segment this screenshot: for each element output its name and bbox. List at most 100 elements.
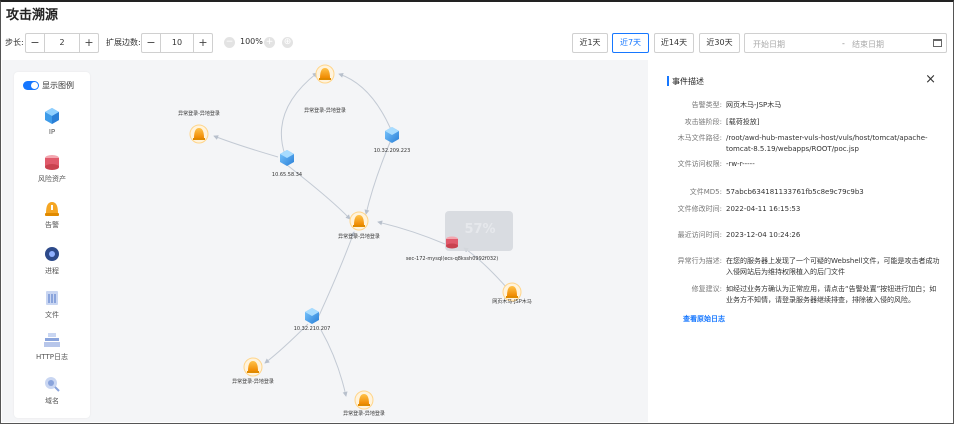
legend-toggle-label: 显示图例 <box>42 81 74 90</box>
edges-stepper: − 10 + <box>141 33 213 53</box>
detail-value: [载荷投放] <box>726 118 760 126</box>
date-1d-button[interactable]: 近1天 <box>572 33 608 53</box>
legend-item-label: 风险资产 <box>38 175 66 183</box>
ip-node[interactable] <box>385 127 399 143</box>
detail-value: 2022-04-11 16:15:53 <box>726 205 801 213</box>
step-label: 步长: <box>5 38 24 47</box>
edges-input[interactable]: 10 <box>160 34 194 52</box>
edges-decrement-button[interactable]: − <box>146 36 156 49</box>
legend-item-label: IP <box>48 128 56 136</box>
asset-node[interactable] <box>445 211 513 251</box>
edge <box>463 247 508 289</box>
alert-icon <box>45 202 59 216</box>
http-log-icon <box>44 333 60 347</box>
page-title: 攻击溯源 <box>6 8 59 23</box>
end-date-input[interactable]: 结束日期 <box>852 40 884 49</box>
graph-node-label: 异常登录-异地登录 <box>304 108 346 114</box>
edges-increment-button[interactable]: + <box>198 36 208 49</box>
graph-node-label: 异常登录-异地登录 <box>232 379 274 385</box>
zoom-level: 100% <box>240 37 263 46</box>
edges-label: 扩展边数: <box>106 38 141 47</box>
alert-node[interactable] <box>243 357 263 377</box>
toolbar: 步长: − 2 + 扩展边数: − 10 + − 100% + ⊕ 近1天 近7… <box>0 31 954 55</box>
graph-node-label: 10.32.210.207 <box>293 326 331 332</box>
detail-key: 木马文件路径: <box>677 134 722 142</box>
edge <box>280 72 318 156</box>
calendar-icon[interactable] <box>933 39 942 47</box>
graph-node-label: 网页木马-JSP木马 <box>492 299 532 305</box>
step-stepper: − 2 + <box>25 33 99 53</box>
event-detail-panel: 事件描述 × 告警类型: 网页木马-JSP木马攻击链阶段: [载荷投放] 木马文件路径… <box>648 60 952 422</box>
edge <box>364 139 392 215</box>
detail-key: 告警类型: <box>691 101 722 109</box>
graph-node-label: 10.65.58.34 <box>271 172 303 178</box>
legend-item[interactable]: 进程 <box>14 244 90 276</box>
ip-node[interactable] <box>305 308 319 324</box>
detail-value: 网页木马-JSP木马 <box>726 101 782 109</box>
cube-icon <box>45 108 59 124</box>
detail-value: /root/awd-hub-master-vuls-host/vuls/host… <box>726 134 928 153</box>
zoom-out-icon[interactable]: − <box>224 37 235 48</box>
graph-node-label: 异常登录-异地登录 <box>338 234 380 240</box>
step-increment-button[interactable]: + <box>84 36 94 49</box>
edge <box>213 135 279 158</box>
alert-node[interactable] <box>189 124 209 144</box>
detail-value: 57abcb634181133761fb5c8e9c79c9b3 <box>726 188 864 196</box>
legend-item[interactable]: IP <box>14 106 90 136</box>
graph-node-label: 异常登录-异地登录 <box>178 111 220 117</box>
legend-item[interactable]: 文件 <box>14 288 90 320</box>
date-7d-button[interactable]: 近7天 <box>612 33 649 53</box>
start-date-input[interactable]: 开始日期 <box>753 40 785 49</box>
detail-value: 如经过业务方确认为正常应用，请点击“告警处置”按钮进行加白；如业务方不知情，请登… <box>726 285 937 304</box>
file-icon <box>46 291 58 305</box>
edge <box>286 164 351 220</box>
alert-node[interactable] <box>349 211 369 231</box>
title-accent-bar <box>667 76 669 86</box>
legend-item-label: 文件 <box>45 311 59 319</box>
alert-node[interactable] <box>354 390 374 410</box>
detail-value: -rw-r----- <box>726 160 755 168</box>
fit-view-icon[interactable]: ⊕ <box>282 37 293 48</box>
detail-key: 文件MD5: <box>689 188 722 196</box>
graph-node-label: sec-172-mysql(ecs-q8kssh0992f032) <box>405 256 499 262</box>
detail-key: 文件访问权限: <box>677 160 722 168</box>
detail-key: 最近访问时间: <box>677 231 722 239</box>
zoom-in-icon[interactable]: + <box>264 37 275 48</box>
detail-key: 修复建议: <box>691 285 722 293</box>
legend-toggle[interactable] <box>23 81 39 90</box>
process-icon <box>45 247 59 261</box>
date-range-picker[interactable]: 开始日期 - 结束日期 <box>744 33 947 53</box>
legend-item-label: 告警 <box>45 221 59 229</box>
legend-item[interactable]: HTTP日志 <box>14 330 90 362</box>
edge <box>338 72 393 133</box>
view-raw-log-link[interactable]: 查看原始日志 <box>683 315 725 323</box>
ip-node[interactable] <box>280 150 294 166</box>
host-risk-badge: 57% <box>464 222 496 237</box>
legend-item[interactable]: 域名 <box>14 374 90 406</box>
detail-key: 异常行为描述: <box>677 257 722 265</box>
legend-item-label: HTTP日志 <box>36 353 68 361</box>
legend-item-label: 进程 <box>45 267 59 275</box>
legend-item[interactable]: 告警 <box>14 198 90 230</box>
edge <box>377 220 446 245</box>
detail-key: 文件修改时间: <box>677 205 722 213</box>
edge <box>316 231 355 321</box>
date-14d-button[interactable]: 近14天 <box>654 33 694 53</box>
domain-icon <box>45 377 60 392</box>
detail-key: 攻击链阶段: <box>684 118 722 126</box>
legend-item-label: 域名 <box>45 397 59 405</box>
graph-node-label: 异常登录-异地登录 <box>343 411 385 417</box>
alert-node[interactable] <box>315 64 335 84</box>
step-decrement-button[interactable]: − <box>30 36 40 49</box>
alert-node[interactable] <box>502 282 522 302</box>
edge <box>264 323 309 364</box>
attack-graph[interactable] <box>2 60 648 422</box>
close-icon[interactable]: × <box>925 72 936 87</box>
detail-value: 2023-12-04 10:24:26 <box>726 231 801 239</box>
legend-item[interactable]: 风险资产 <box>14 152 90 184</box>
panel-title: 事件描述 <box>672 77 704 86</box>
step-input[interactable]: 2 <box>44 34 80 52</box>
date-30d-button[interactable]: 近30天 <box>699 33 740 53</box>
risk-asset-icon <box>45 155 59 170</box>
